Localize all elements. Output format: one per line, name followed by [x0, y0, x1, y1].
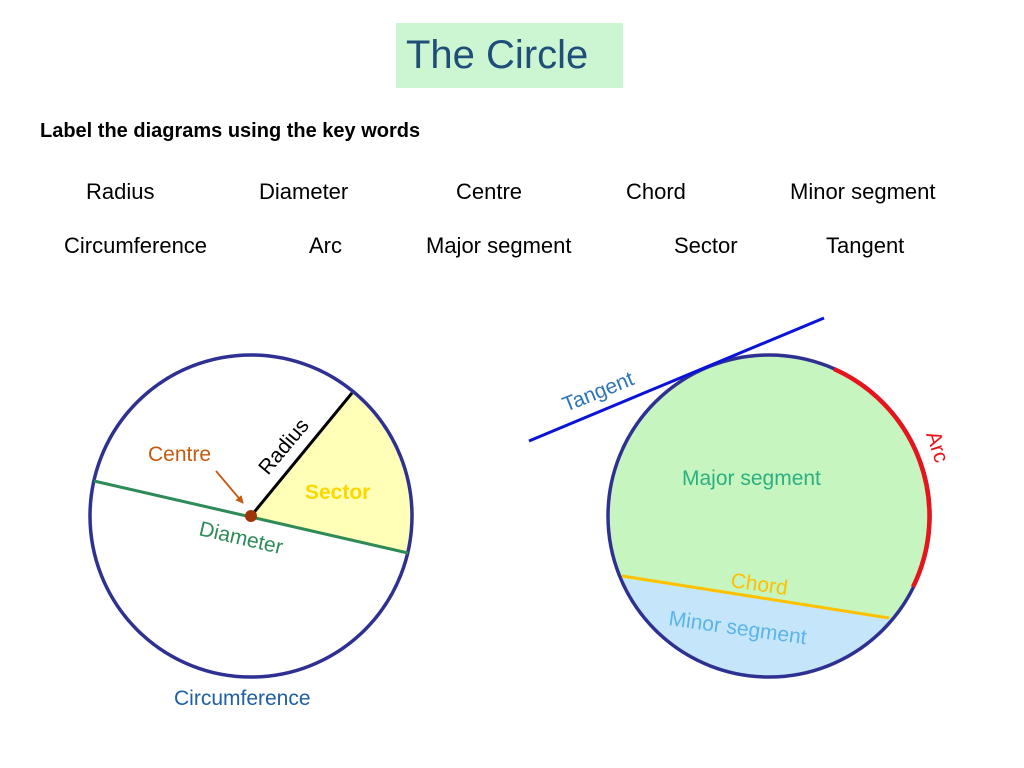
centre-arrow: [215, 470, 244, 504]
key-word-radius: Radius: [86, 179, 155, 204]
tangent-line: [528, 316, 825, 443]
key-word-circumference: Circumference: [64, 233, 208, 258]
chord-line: [621, 574, 890, 620]
key-word-tangent: Tangent: [826, 233, 905, 258]
key-word-centre: Centre: [456, 179, 523, 204]
key-word-chord: Chord: [626, 179, 686, 204]
centre-label: Centre: [148, 443, 211, 466]
instruction-text: Label the diagrams using the key words: [40, 120, 421, 142]
centre-point: [245, 510, 257, 522]
sector-region: [251, 393, 412, 553]
key-word-diameter: Diameter: [259, 179, 349, 204]
key-word-arc: Arc: [309, 233, 342, 258]
tangent-label: Tangent: [559, 367, 637, 416]
arc-highlight: [833, 366, 932, 588]
key-word-minor-segment: Minor segment: [790, 179, 936, 204]
radius-line: [249, 392, 354, 517]
circumference-label: Circumference: [174, 687, 311, 710]
arc-label: Arc: [921, 428, 953, 465]
right-circle-diagram: Tangent Arc Major segment Chord Minor se…: [528, 316, 953, 679]
page-title: The Circle: [406, 33, 589, 77]
key-word-major-segment: Major segment: [426, 233, 572, 258]
key-word-sector: Sector: [674, 233, 738, 258]
sector-label: Sector: [305, 481, 370, 504]
left-circle-outline: [88, 353, 414, 679]
left-circle-diagram: Centre Radius Sector Diameter Circumfere…: [88, 353, 414, 710]
major-segment-label: Major segment: [682, 467, 821, 490]
diameter-label: Diameter: [197, 517, 285, 559]
title-box: The Circle: [396, 23, 623, 88]
